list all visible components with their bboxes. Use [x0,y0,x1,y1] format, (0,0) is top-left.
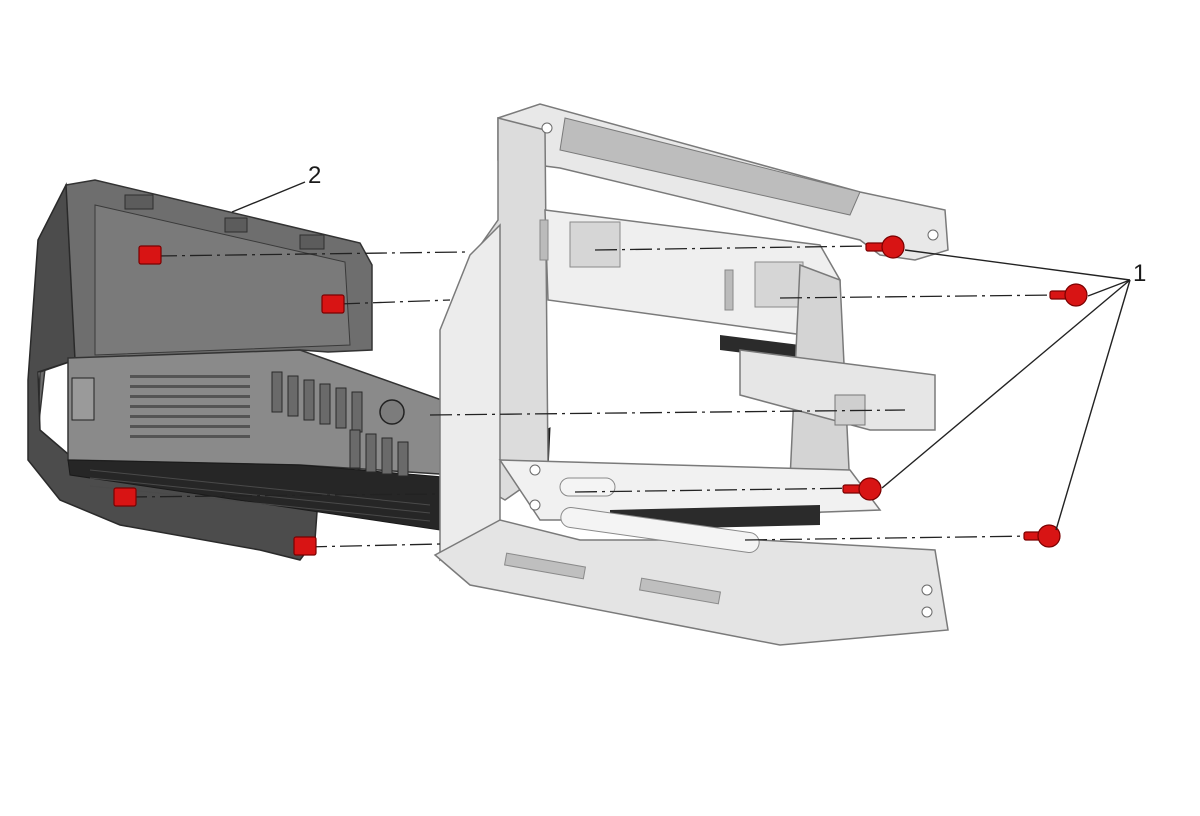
alignment-line [744,535,1036,541]
radio-antenna-connector [379,399,405,425]
alignment-line [574,487,866,493]
bracket-window [754,261,804,308]
callout-label-1: 1 [1133,260,1147,287]
bracket-hole [921,584,933,596]
bracket-front-arm [439,223,501,562]
leader-line-1 [1087,279,1131,297]
bracket-bottom-slot [638,577,722,605]
radio-connector-fins [271,371,409,477]
bracket-post-slot [539,219,549,261]
alignment-line [594,245,871,251]
callout-label-2: 2 [308,162,322,189]
red-bolt-icon [842,477,882,501]
radio-back-panel [94,204,351,356]
red-bolt-icon [865,235,905,259]
bracket-window [569,221,621,268]
bracket-post-slot [724,269,734,311]
alignment-line [124,493,439,498]
bracket-hole [921,606,933,618]
red-clip-icon [293,536,317,556]
bracket-tube [560,506,760,554]
bracket-hole [529,464,541,476]
alignment-line [154,251,466,257]
bracket-top-slot [559,117,861,216]
radio-receiver [27,179,551,561]
mounting-bracket [433,103,949,646]
leader-line-1 [881,279,1131,489]
radio-top-tab [299,234,325,250]
leader-line-2 [231,181,306,213]
bracket-dark-shelf [720,335,800,360]
leader-line-1 [1055,279,1131,531]
bracket-hole [529,499,541,511]
red-clip-icon [138,245,162,265]
radio-top-tab [124,194,154,210]
alignment-line [779,294,1061,299]
leader-lines [231,181,1131,531]
radio-bottom-grille [89,469,431,522]
red-clip-icon [321,294,345,314]
radio-side-connector [71,377,95,421]
alignment-lines [124,245,1061,548]
alignment-line [304,543,441,548]
red-bolt-icon [1049,283,1088,307]
radio-chassis [67,349,471,476]
red-bolt-icon [1023,524,1061,548]
alignment-line [429,409,906,416]
fasteners [113,235,1088,556]
bracket-bottom-slot [503,552,587,580]
alignment-line [337,299,451,305]
radio-top-tab [224,217,248,233]
bracket-hole [927,229,939,241]
red-clip-icon [113,487,137,507]
bracket-bottom-base [433,519,949,646]
leader-line-1 [904,249,1131,281]
bracket-hole [541,122,553,134]
bracket-tube [559,477,616,497]
radio-vents [130,375,250,438]
